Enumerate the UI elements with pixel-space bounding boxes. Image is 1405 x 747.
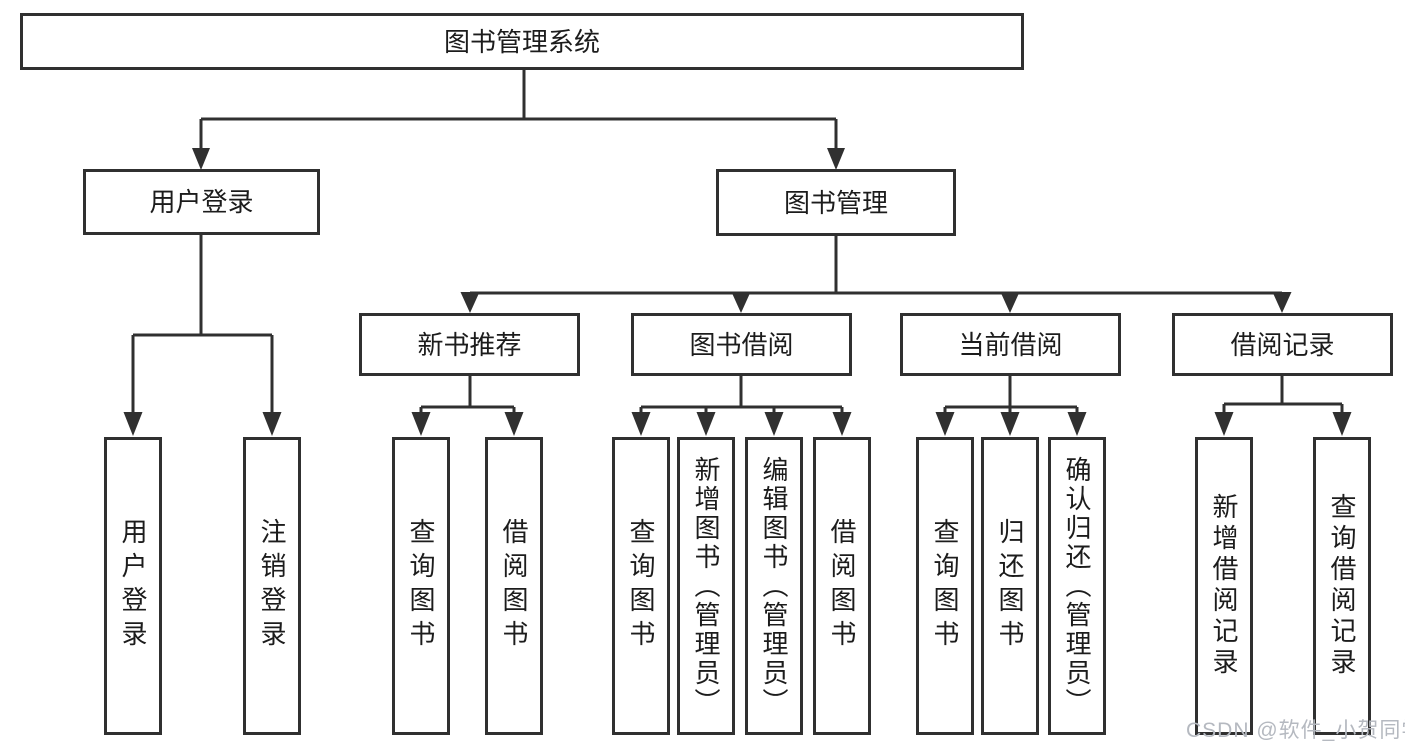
- node-label: 当前借阅: [958, 329, 1063, 360]
- node-user-login: 用户登录: [83, 169, 320, 235]
- node-book-management: 图书管理: [716, 169, 956, 236]
- leaf-label: 借阅图书: [499, 518, 529, 654]
- leaf-label: 借阅图书: [827, 518, 857, 654]
- node-borrow-records: 借阅记录: [1172, 313, 1393, 376]
- node-label: 借阅记录: [1230, 329, 1335, 360]
- node-label: 图书管理: [783, 187, 888, 218]
- leaf-query-books-current: 查询图书: [916, 437, 974, 735]
- leaf-label: 新增图书（管理员）: [691, 455, 721, 717]
- node-book-borrow: 图书借阅: [631, 313, 852, 376]
- leaf-label: 查询图书: [626, 518, 656, 654]
- node-label: 图书管理系统: [443, 26, 600, 57]
- node-label: 图书借阅: [689, 329, 794, 360]
- leaf-borrow-books-recommend: 借阅图书: [485, 437, 543, 735]
- leaf-return-books: 归还图书: [981, 437, 1039, 735]
- leaf-label: 查询图书: [406, 518, 436, 654]
- leaf-user-login: 用户登录: [104, 437, 162, 735]
- csdn-watermark: CSDN @软件_小贺同学: [1186, 719, 1405, 742]
- connector-strokes: [131, 70, 1344, 414]
- leaf-query-borrow-record: 查询借阅记录: [1313, 437, 1371, 735]
- leaf-query-books-borrow: 查询图书: [612, 437, 670, 735]
- leaf-label: 查询借阅记录: [1327, 493, 1357, 679]
- node-new-book-recommend: 新书推荐: [359, 313, 580, 376]
- leaf-query-books-recommend: 查询图书: [392, 437, 450, 735]
- leaf-borrow-books: 借阅图书: [813, 437, 871, 735]
- leaf-add-books-admin: 新增图书（管理员）: [677, 437, 735, 735]
- node-current-borrow: 当前借阅: [900, 313, 1121, 376]
- leaf-label: 归还图书: [995, 518, 1025, 654]
- leaf-confirm-return-admin: 确认归还（管理员）: [1048, 437, 1106, 735]
- node-label: 用户登录: [149, 187, 254, 217]
- leaf-label: 确认归还（管理员）: [1062, 455, 1092, 717]
- leaf-label: 注销登录: [257, 518, 287, 654]
- arrowheads: [123, 148, 1352, 436]
- leaf-logout: 注销登录: [243, 437, 301, 735]
- leaf-label: 用户登录: [118, 518, 148, 654]
- leaf-label: 新增借阅记录: [1209, 493, 1239, 679]
- leaf-label: 查询图书: [930, 518, 960, 654]
- node-label: 新书推荐: [417, 329, 522, 360]
- leaf-edit-books-admin: 编辑图书（管理员）: [745, 437, 803, 735]
- leaf-add-borrow-record: 新增借阅记录: [1195, 437, 1253, 735]
- leaf-label: 编辑图书（管理员）: [759, 455, 789, 717]
- node-library-management-system: 图书管理系统: [20, 13, 1024, 70]
